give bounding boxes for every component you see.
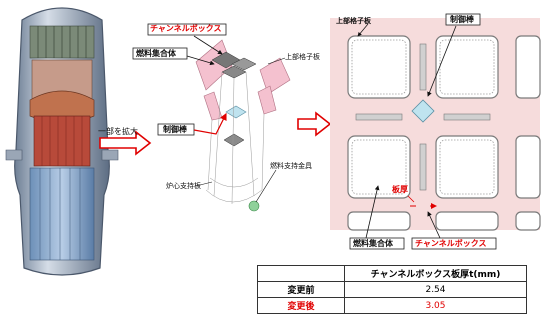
- fuel-support-label: 燃料支持金具: [270, 161, 312, 170]
- channel-box-thickness-table: チャンネルボックス板厚t(mm) 変更前 2.54 変更後 3.05: [257, 265, 527, 314]
- row-value-after: 3.05: [344, 297, 527, 314]
- upper-grid-label: 上部格子板: [285, 52, 320, 61]
- reactor-vessel: [5, 7, 119, 276]
- table-header-row: チャンネルボックス板厚t(mm): [257, 265, 527, 282]
- expand-label: 一部を拡大: [98, 126, 138, 136]
- fuel-assembly-illustration: [195, 39, 291, 212]
- expand-arrow-icon: [297, 111, 332, 137]
- thickness-label: 板厚: [392, 184, 408, 194]
- row-label-after: 変更後: [257, 297, 345, 314]
- core-support-label: 炉心支持板: [166, 181, 201, 190]
- channel-box-right-label: チャンネルボックス: [415, 238, 487, 248]
- fuel-assembly-label: 燃料集合体: [136, 48, 177, 58]
- table-corner-cell: [257, 265, 345, 282]
- row-value-before: 2.54: [344, 281, 527, 298]
- channel-box-label: チャンネルボックス: [150, 23, 222, 33]
- control-rod-right-label: 制御棒: [450, 14, 475, 24]
- table-row: 変更前 2.54: [257, 281, 527, 298]
- upper-grid-right-label: 上部格子板: [336, 16, 372, 25]
- control-rod-label: 制御棒: [163, 124, 188, 134]
- fuel-assembly-right-label: 燃料集合体: [353, 238, 394, 248]
- table-row: 変更後 3.05: [257, 297, 527, 314]
- table-header: チャンネルボックス板厚t(mm): [344, 265, 527, 282]
- expand-arrow-icon: [99, 130, 152, 156]
- core-lattice-diagram: [330, 18, 541, 231]
- row-label-before: 変更前: [257, 281, 345, 298]
